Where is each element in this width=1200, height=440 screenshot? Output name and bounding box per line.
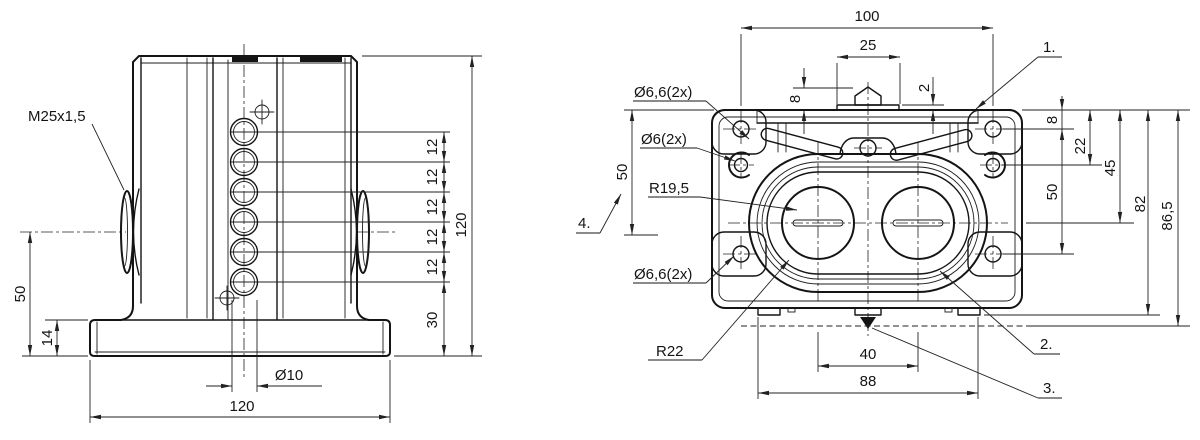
label-corner-holes-bottom: Ø6,6(2x) xyxy=(634,266,692,283)
slot-left xyxy=(792,219,844,227)
dim-edge-to-hole: 8 xyxy=(1044,116,1061,124)
dim-hole-spacing-y: 50 xyxy=(1044,184,1061,201)
dim-depth-left: 50 xyxy=(614,164,631,181)
ref-label-4: 4. xyxy=(578,215,591,232)
dim-center-hole: Ø10 xyxy=(275,367,303,384)
dim-edge-to-tab: 82 xyxy=(1132,196,1149,213)
ref-label-2: 2. xyxy=(1040,336,1053,353)
dim-pitch-1: 12 xyxy=(424,139,441,156)
dim-base-width: 120 xyxy=(229,398,254,415)
cable-gland-left xyxy=(120,188,140,276)
thread-callout: M25x1,5 xyxy=(28,108,125,191)
pilot-hole-top xyxy=(249,99,275,125)
guide-wedge-right xyxy=(889,128,973,161)
orientation-marker-top xyxy=(836,86,900,111)
dim-pitch-5: 12 xyxy=(424,259,441,276)
position-marker-triangle xyxy=(860,317,876,329)
ref-label-3: 3. xyxy=(1043,380,1056,397)
central-boss xyxy=(748,137,988,293)
dim-pitch-3: 12 xyxy=(424,199,441,216)
dim-pitch-2: 12 xyxy=(424,169,441,186)
dim-edge-to-base: 86,5 xyxy=(1159,201,1176,230)
small-holes xyxy=(728,151,1006,179)
right-view: 100 25 8 2 50 8 22 45 50 82 86,5 40 88 Ø… xyxy=(576,8,1190,399)
terminal-holes xyxy=(229,117,450,297)
dim-circle-spacing: 40 xyxy=(860,346,877,363)
label-corner-holes-top: Ø6,6(2x) xyxy=(634,84,692,101)
right-view-callouts: Ø6,6(2x) Ø6(2x) R19,5 Ø6,6(2x) R22 1. 2.… xyxy=(576,39,1062,399)
dim-marker-height: 8 xyxy=(787,95,804,103)
cable-gland-right xyxy=(350,188,370,276)
label-small-holes: Ø6(2x) xyxy=(641,131,687,148)
left-view: 12 12 12 12 12 30 120 50 14 Ø10 120 M25x… xyxy=(12,44,482,423)
top-seal-mark-right xyxy=(300,57,342,62)
dim-tab-spacing: 88 xyxy=(860,373,877,390)
label-radius-outer: R22 xyxy=(656,343,684,360)
left-view-centerlines xyxy=(20,44,398,378)
corner-lobe-tl xyxy=(711,109,767,155)
dim-center-height: 50 xyxy=(12,286,29,303)
left-view-body-outline xyxy=(89,55,391,357)
ref-label-1: 1. xyxy=(1043,39,1056,56)
dim-bottom-offset: 30 xyxy=(424,312,441,329)
left-view-dimensions: 12 12 12 12 12 30 120 50 14 Ø10 120 xyxy=(12,55,482,423)
dim-marker-width: 25 xyxy=(860,37,877,54)
dim-seal-thickness: 2 xyxy=(916,84,933,92)
dim-edge-to-center: 45 xyxy=(1102,160,1119,177)
dim-base-thickness: 14 xyxy=(39,330,56,347)
dim-pitch-4: 12 xyxy=(424,229,441,246)
top-seal-mark-left xyxy=(232,56,258,62)
bore-right xyxy=(881,186,955,260)
dim-edge-to-small-hole: 22 xyxy=(1072,138,1089,155)
thread-label: M25x1,5 xyxy=(28,108,86,125)
dim-hole-spacing-x: 100 xyxy=(854,8,879,25)
dim-overall-height: 120 xyxy=(453,212,470,237)
right-view-centerlines xyxy=(728,82,1008,336)
bottom-tabs xyxy=(741,307,1032,329)
pilot-hole-bottom xyxy=(214,285,240,311)
right-view-dimensions: 100 25 8 2 50 8 22 45 50 82 86,5 40 88 xyxy=(614,8,1190,399)
corner-lobe-tr xyxy=(967,109,1023,155)
corner-lobe-bl xyxy=(711,231,767,277)
slot-right xyxy=(892,219,944,227)
bore-left xyxy=(781,186,855,260)
label-radius-inner: R19,5 xyxy=(649,180,689,197)
